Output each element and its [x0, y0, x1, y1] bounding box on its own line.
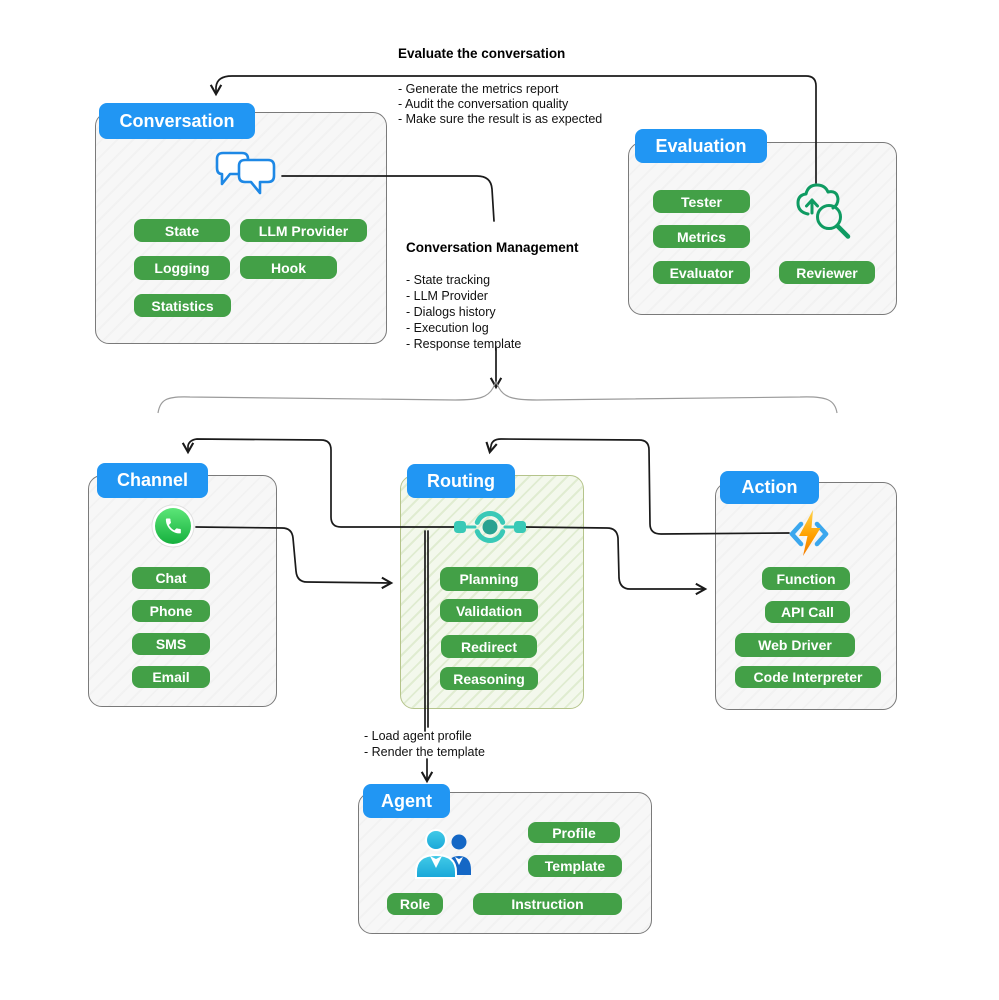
pill-template: Template: [528, 855, 622, 877]
pill-profile: Profile: [528, 822, 620, 843]
action-header: Action: [720, 471, 819, 504]
channel-header: Channel: [97, 463, 208, 498]
note-evaluate-item: - Audit the conversation quality: [398, 97, 569, 111]
evaluation-header: Evaluation: [635, 129, 767, 163]
pill-chat: Chat: [132, 567, 210, 589]
connector-evaluation-to-conversation: [209, 75, 817, 184]
connector-routing-to-channel: [181, 438, 462, 528]
pill-web-driver: Web Driver: [735, 633, 855, 657]
pill-hook: Hook: [240, 256, 337, 279]
note-management-item: - State tracking: [406, 273, 491, 287]
note-evaluate-title: Evaluate the conversation: [398, 46, 566, 61]
pill-reviewer: Reviewer: [779, 261, 875, 284]
evaluation-box: [628, 142, 897, 315]
conversation-header: Conversation: [99, 103, 255, 139]
note-management-item: - LLM Provider: [406, 289, 488, 303]
router-hub-icon: [454, 511, 526, 543]
note-agent-item: - Render the template: [364, 745, 485, 759]
people-icon: [415, 829, 471, 879]
pill-tester: Tester: [653, 190, 750, 213]
pill-function: Function: [762, 567, 850, 590]
pill-planning: Planning: [440, 567, 538, 591]
connector-conversation-to-management-note: [281, 175, 495, 222]
connector-routing-to-action: [523, 526, 708, 596]
pill-logging: Logging: [134, 256, 230, 280]
note-agent-item: - Load agent profile: [364, 729, 472, 743]
connector-action-to-routing: [485, 438, 790, 535]
note-management-item: - Response template: [406, 337, 522, 351]
pill-sms: SMS: [132, 633, 210, 655]
agent-header: Agent: [363, 784, 450, 818]
note-evaluate-item: - Generate the metrics report: [398, 82, 559, 96]
pill-api-call: API Call: [765, 601, 850, 623]
lightning-code-icon: [789, 510, 829, 556]
pill-evaluator: Evaluator: [653, 261, 750, 284]
note-management-title: Conversation Management: [406, 240, 579, 255]
brace: [157, 380, 838, 414]
routing-header: Routing: [407, 464, 515, 498]
pill-llm-provider: LLM Provider: [240, 219, 367, 242]
cloud-search-icon: [796, 183, 851, 239]
pill-validation: Validation: [440, 599, 538, 622]
pill-email: Email: [132, 666, 210, 688]
whatsapp-icon: [151, 504, 195, 548]
pill-redirect: Redirect: [441, 635, 537, 658]
pill-phone: Phone: [132, 600, 210, 622]
pill-metrics: Metrics: [653, 225, 750, 248]
note-management-item: - Dialogs history: [406, 305, 496, 319]
note-management-item: - Execution log: [406, 321, 489, 335]
pill-code-interpreter: Code Interpreter: [735, 666, 881, 688]
connector-channel-to-routing: [195, 526, 394, 590]
pill-reasoning: Reasoning: [440, 667, 538, 690]
pill-statistics: Statistics: [134, 294, 231, 317]
note-evaluate-item: - Make sure the result is as expected: [398, 112, 603, 126]
pill-state: State: [134, 219, 230, 242]
pill-instruction: Instruction: [473, 893, 622, 915]
chat-bubbles-icon: [215, 151, 276, 195]
pill-role: Role: [387, 893, 443, 915]
